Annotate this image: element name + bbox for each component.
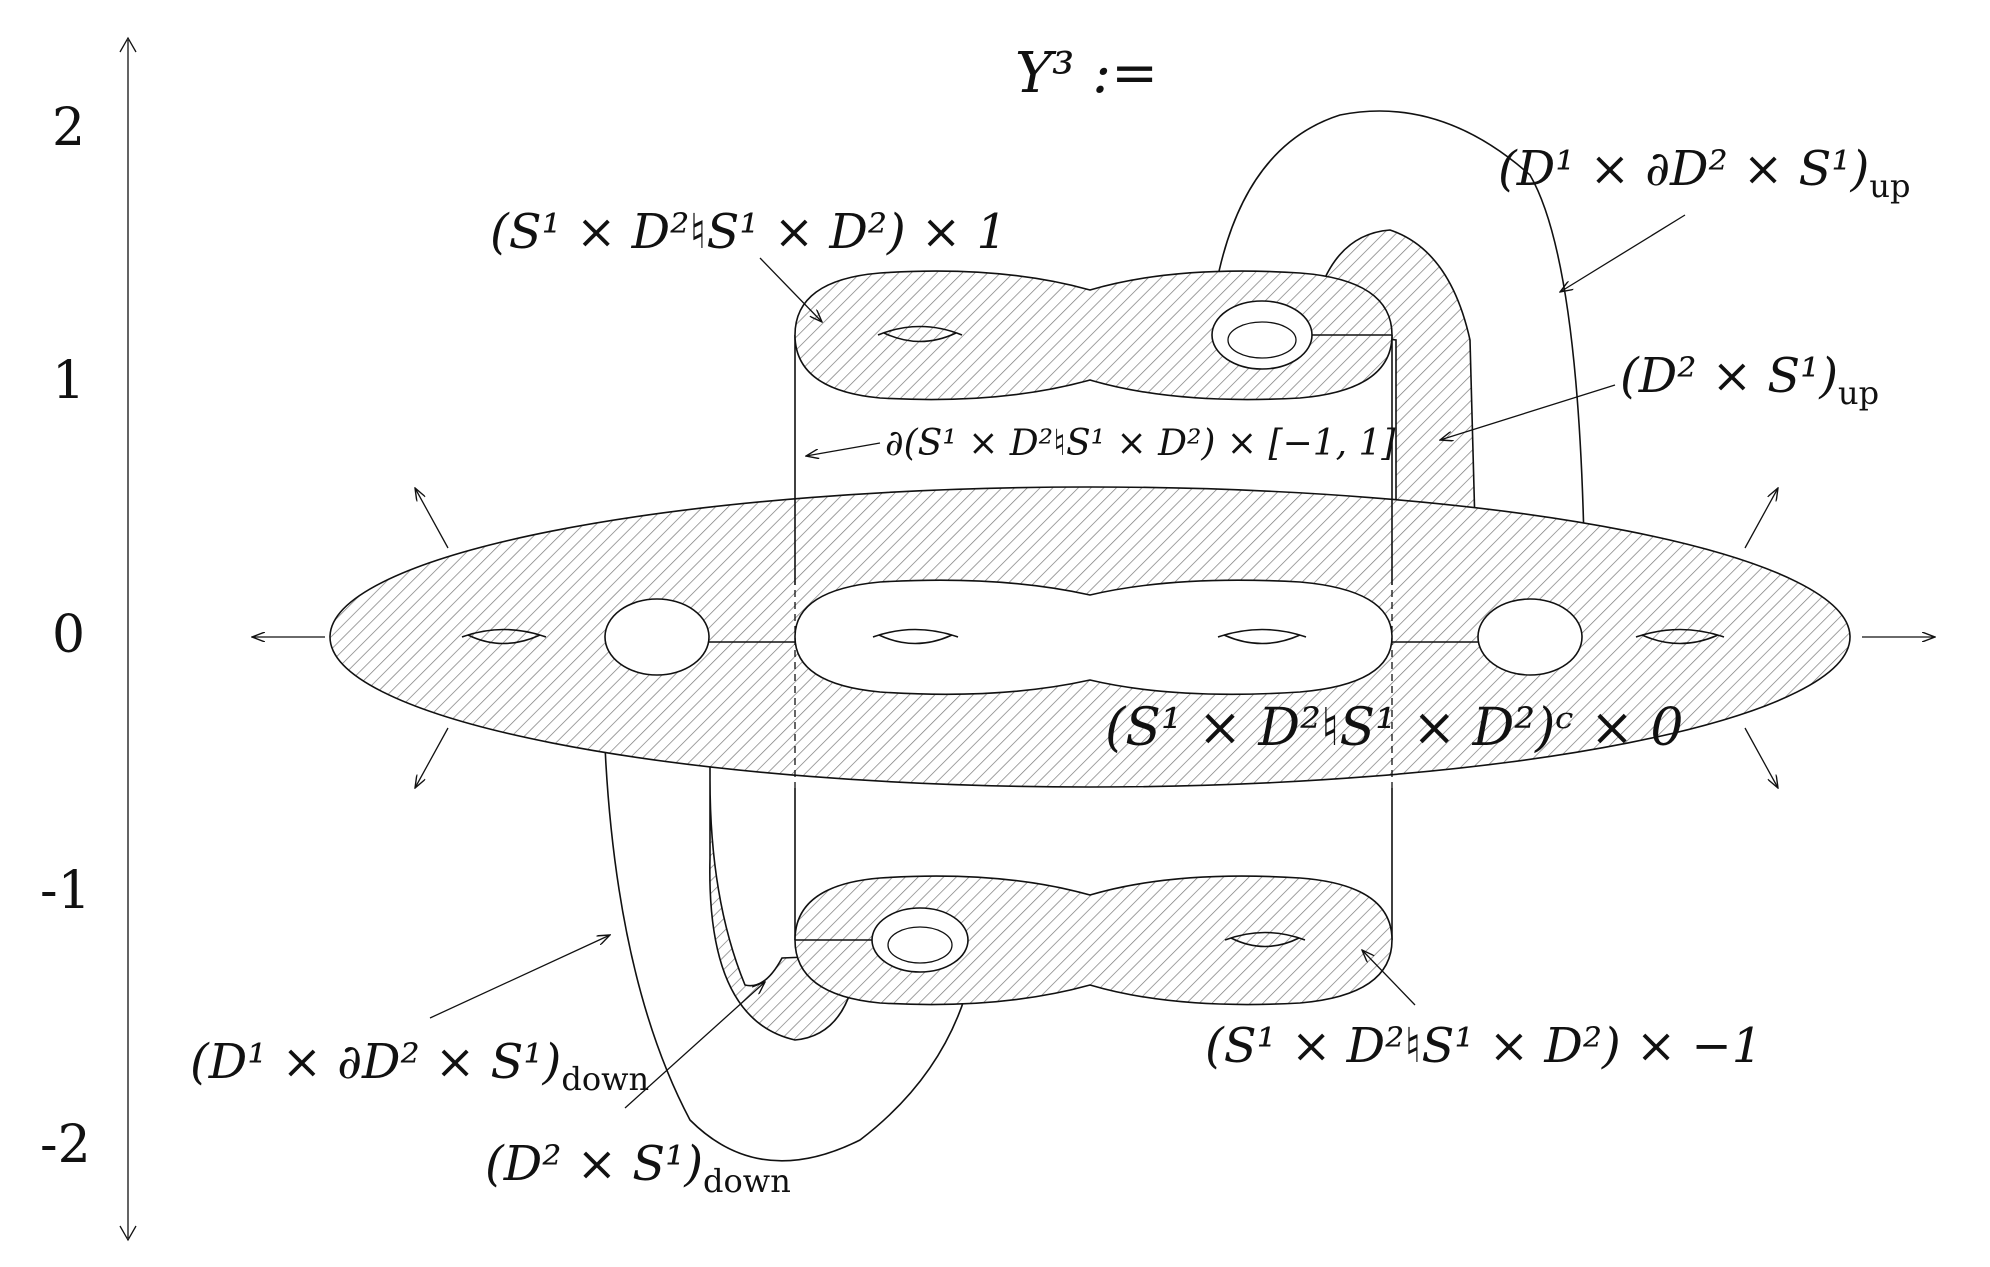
- pointer-handle-down-outer: [429, 935, 610, 1019]
- top-disk-hole: [877, 325, 963, 343]
- pointer-top-disk: [759, 257, 822, 322]
- label-handle-down-outer: (D¹ × ∂D² × S¹)down: [190, 1034, 649, 1098]
- label-cylinder-wall: ∂(S¹ × D²♮S¹ × D²) × [−1, 1]: [885, 423, 1396, 464]
- top-disk-tube-hole: [1211, 300, 1313, 370]
- axis-down-arrow-icon: [119, 1225, 137, 1242]
- label-top-disk: (S¹ × D²♮S¹ × D²) × 1: [490, 204, 1007, 260]
- label-handle-down-inner: (D² × S¹)down: [485, 1136, 791, 1200]
- label-handle-up-outer: (D¹ × ∂D² × S¹)up: [1498, 141, 1910, 205]
- plane-hole-cut-1: [872, 628, 959, 645]
- middle-plane-cutout: [794, 579, 1393, 696]
- diagram-title: Y³ :=: [1015, 41, 1158, 106]
- bottom-disk-hole: [1224, 931, 1306, 948]
- middle-plane: [252, 486, 1935, 788]
- axis-tick-2: 2: [52, 98, 85, 158]
- pointer-handle-down-inner: [624, 982, 765, 1109]
- handle-down-outer-tube: [602, 637, 979, 1162]
- label-handle-up-inner: (D² × S¹)up: [1620, 348, 1879, 412]
- top-disk: [794, 270, 1393, 401]
- label-bottom-disk: (S¹ × D²♮S¹ × D²) × −1: [1205, 1018, 1762, 1074]
- pointer-handle-up-inner: [1440, 384, 1616, 440]
- axis-tick-minus-1: -1: [40, 861, 91, 921]
- cylinder-walls: [794, 335, 1393, 940]
- bottom-disk-shape: [794, 875, 1393, 1006]
- plane-hole-right: [1635, 628, 1725, 645]
- handle-up-outer-tube: [1209, 110, 1586, 636]
- axis-tick-1: 1: [52, 351, 85, 411]
- axis-tick-0: 0: [52, 605, 85, 665]
- handle-up-tube-end: [1477, 598, 1583, 676]
- labels: (S¹ × D²♮S¹ × D²) × 1 (D¹ × ∂D² × S¹)up …: [190, 141, 1910, 1200]
- arrow-upper-left-icon: [415, 488, 449, 549]
- pointer-handle-up-outer: [1560, 214, 1686, 292]
- vertical-axis: 2 1 0 -1 -2: [40, 36, 137, 1242]
- plane-hole-left: [461, 628, 547, 645]
- arrow-upper-right-icon: [1744, 488, 1778, 549]
- bottom-disk: [794, 875, 1393, 1006]
- pointer-cylinder-wall: [806, 442, 881, 456]
- arrow-lower-left-icon: [415, 727, 449, 788]
- axis-tick-minus-2: -2: [40, 1115, 91, 1175]
- pointer-bottom-disk: [1362, 950, 1416, 1006]
- label-middle-plane: (S¹ × D²♮S¹ × D²)ᶜ × 0: [1105, 698, 1683, 758]
- plane-hole-cut-2: [1217, 628, 1307, 645]
- arrow-lower-right-icon: [1744, 727, 1778, 788]
- axis-up-arrow-icon: [119, 36, 137, 53]
- handle-down-tube-end: [604, 598, 710, 676]
